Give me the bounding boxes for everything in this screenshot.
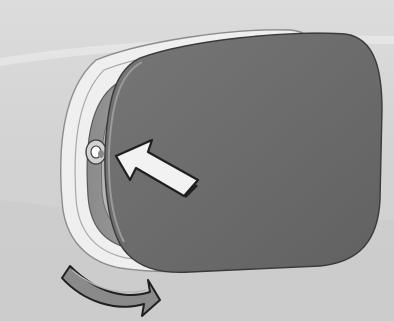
fuel-door-release-pin-icon xyxy=(86,140,106,164)
